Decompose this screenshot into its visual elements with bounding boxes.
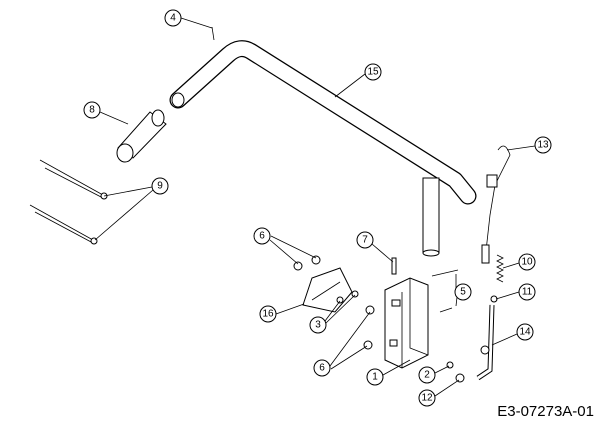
callout-6-top: 6 xyxy=(253,227,271,245)
callout-label: 13 xyxy=(537,140,549,151)
callout-11: 11 xyxy=(518,283,536,301)
callout-label: 4 xyxy=(170,13,176,24)
bracket-part-1 xyxy=(384,277,429,369)
callout-label: 6 xyxy=(319,363,325,374)
callout-9: 9 xyxy=(151,177,169,195)
callout-label: 8 xyxy=(89,105,95,116)
callout-3: 3 xyxy=(309,316,327,334)
hardware xyxy=(211,26,498,383)
cable-assembly-part-13 xyxy=(481,145,511,264)
callout-16: 16 xyxy=(259,305,277,323)
callout-label: 5 xyxy=(460,287,466,298)
cable-ties-part-9 xyxy=(29,159,108,245)
callout-label: 12 xyxy=(421,393,433,404)
callout-label: 3 xyxy=(315,320,321,331)
callout-2: 2 xyxy=(418,366,436,384)
callout-1: 1 xyxy=(366,368,384,386)
spring-part-10 xyxy=(496,254,504,283)
callout-label: 6 xyxy=(259,231,265,242)
callout-label: 11 xyxy=(522,287,533,298)
callout-8: 8 xyxy=(83,101,101,119)
callout-14: 14 xyxy=(516,323,534,341)
rod-part-14 xyxy=(476,304,495,381)
callout-6-bottom: 6 xyxy=(313,359,331,377)
callout-label: 14 xyxy=(519,327,531,338)
callout-label: 2 xyxy=(424,370,430,381)
callout-5: 5 xyxy=(454,283,472,301)
callout-13: 13 xyxy=(534,136,552,154)
callout-label: 16 xyxy=(262,309,274,320)
callout-label: 15 xyxy=(367,67,379,78)
callout-10: 10 xyxy=(518,253,536,271)
callout-label: 10 xyxy=(521,257,533,268)
callout-4: 4 xyxy=(164,9,182,27)
callout-label: 9 xyxy=(157,181,163,192)
leader-lines xyxy=(94,17,536,397)
handle-bar-part-15 xyxy=(169,40,477,257)
callout-12: 12 xyxy=(418,389,436,407)
callout-label: 1 xyxy=(372,372,378,383)
drawing-code: E3-07273A-01 xyxy=(497,403,594,420)
callout-15: 15 xyxy=(364,63,382,81)
callout-7: 7 xyxy=(356,231,374,249)
grip-part-8 xyxy=(116,109,167,163)
callout-label: 7 xyxy=(362,235,368,246)
